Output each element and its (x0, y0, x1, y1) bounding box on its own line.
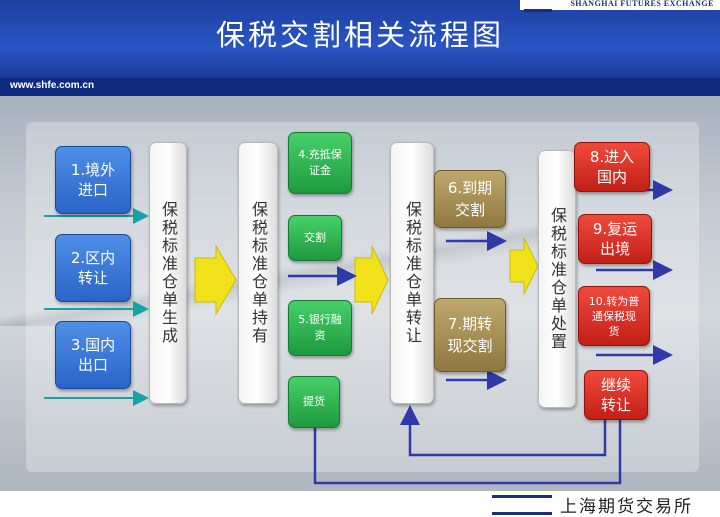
action-re-export: 9.复运出境 (578, 214, 652, 264)
stage-transfer: 保税标准仓单转让 (390, 142, 434, 404)
shfe-logo-icon (524, 0, 552, 12)
title-banner: 保税交割相关流程图 (0, 0, 720, 78)
stage-generate: 保税标准仓单生成 (149, 142, 187, 404)
action-margin-offset: 4.充抵保证金 (288, 132, 352, 194)
action-delivery: 交割 (288, 215, 342, 261)
source-overseas-import: 1.境外进口 (55, 146, 131, 214)
footer: 上海期货交易所 (0, 491, 720, 517)
stage-hold: 保税标准仓单持有 (238, 142, 278, 404)
source-domestic-export: 3.国内出口 (55, 321, 131, 389)
exchange-logo-top: SHANGHAI FUTURES EXCHANGE (520, 0, 720, 12)
action-enter-domestic: 8.进入国内 (574, 142, 650, 192)
exchange-name-en: SHANGHAI FUTURES EXCHANGE (570, 0, 714, 8)
page-title: 保税交割相关流程图 (215, 18, 504, 52)
url-bar: www.shfe.com.cn (0, 78, 720, 96)
stage-dispose: 保税标准仓单处置 (538, 150, 576, 408)
source-zone-transfer: 2.区内转让 (55, 234, 131, 302)
loop-pickup (313, 420, 622, 485)
loop-continue-transfer (400, 405, 607, 457)
big-arrow-1 (194, 244, 237, 316)
action-convert-bonded-spot: 10.转为普通保税现货 (578, 286, 650, 346)
big-arrow-3 (509, 237, 539, 295)
action-continue-transfer: 继续转让 (584, 370, 648, 420)
action-expiry-delivery: 6.到期交割 (434, 170, 506, 228)
action-bank-financing: 5.银行融资 (288, 300, 352, 356)
action-pickup: 提货 (288, 376, 340, 428)
shfe-logo-icon-bottom (492, 495, 552, 515)
big-arrow-2 (354, 245, 389, 315)
website-url: www.shfe.com.cn (10, 80, 95, 91)
action-efp-delivery: 7.期转现交割 (434, 298, 506, 372)
exchange-name-cn: 上海期货交易所 (560, 497, 693, 517)
